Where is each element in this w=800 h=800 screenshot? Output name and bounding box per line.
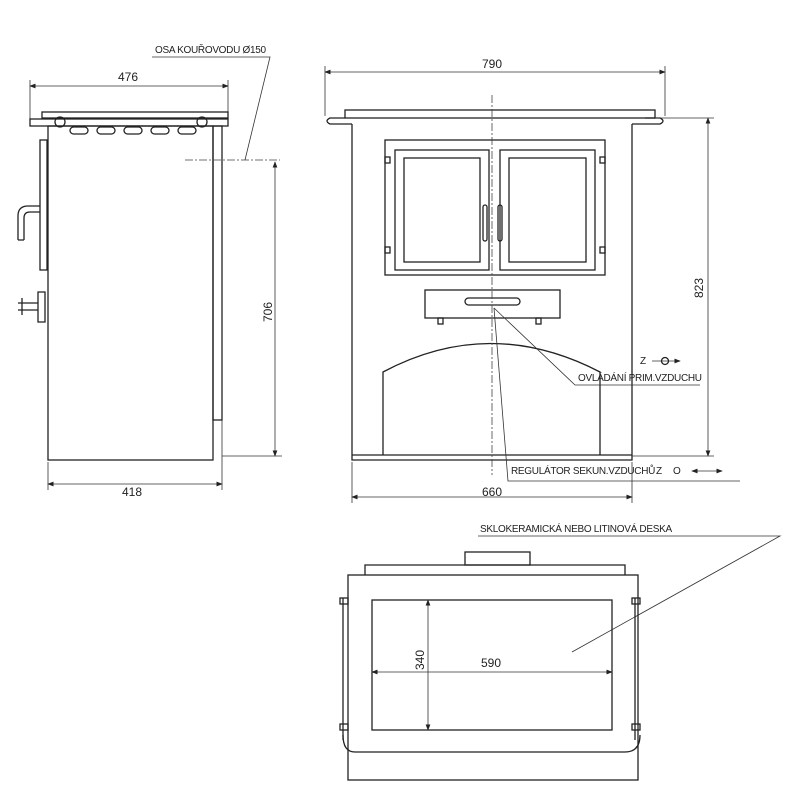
flue-axis-label: OSA KOUŘOVODU Ø150 [155,43,266,56]
primary-air-arrow-icon [652,356,681,366]
rail-knob [54,116,66,128]
dim-label-340: 340 [413,650,427,670]
right-door-handle [497,204,503,242]
secondary-air-z: Z [656,466,662,477]
flue-axis-leader [152,56,271,161]
left-door-handle [482,204,488,242]
dim-label-706: 706 [261,302,275,322]
front-rail [342,734,641,753]
dim-label-418: 418 [122,485,142,499]
plate-leader [478,535,782,653]
primary-air-leader [493,307,700,386]
drawer-slot [464,297,521,306]
left-door [394,149,490,271]
dim-label-790: 790 [482,57,502,71]
back-edge [364,564,626,575]
side-rails [342,598,636,740]
door-hinges [384,156,606,254]
right-door [499,149,596,271]
cooking-plate [371,599,613,731]
secondary-air-leader [493,307,740,482]
right-door-glass [508,157,587,263]
oven-arch [382,342,601,455]
rail-knob [196,116,208,128]
rail-brackets [339,597,641,731]
dim-label-660: 660 [482,485,502,499]
plate-label: SKLOKERAMICKÁ NEBO LITINOVÁ DESKA [480,522,672,535]
top-plate [344,109,656,119]
top-view: SKLOKERAMICKÁ NEBO LITINOVÁ DESKA 340 59… [339,522,782,781]
secondary-air-o: O [673,466,681,477]
front-view: 790 823 660 OVLÁDÁNÍ PRIM.VZDUCHU Z [324,57,740,503]
primary-air-z: Z [640,356,646,367]
side-rails [326,117,664,125]
ash-drawer [424,289,561,319]
side-view: 476 OSA KOUŘOVODU Ø150 706 418 [17,43,282,499]
flue-outlet [464,551,531,566]
door-frame [384,139,606,276]
door-handle [17,205,40,241]
top-plate [41,111,229,119]
left-door-glass [403,157,481,263]
control-knobs [69,126,197,135]
door-edge [39,139,48,271]
dim-label-476: 476 [118,70,138,84]
air-control-knob [18,291,46,323]
secondary-air-label: REGULÁTOR SEKUN.VZDUCHŮ [511,464,655,477]
primary-air-label: OVLÁDÁNÍ PRIM.VZDUCHU [578,371,702,384]
side-body [47,125,214,461]
dim-label-823: 823 [692,278,706,298]
side-flue-panel [212,125,223,421]
top-body [347,574,639,781]
dim-label-590: 590 [481,656,501,670]
